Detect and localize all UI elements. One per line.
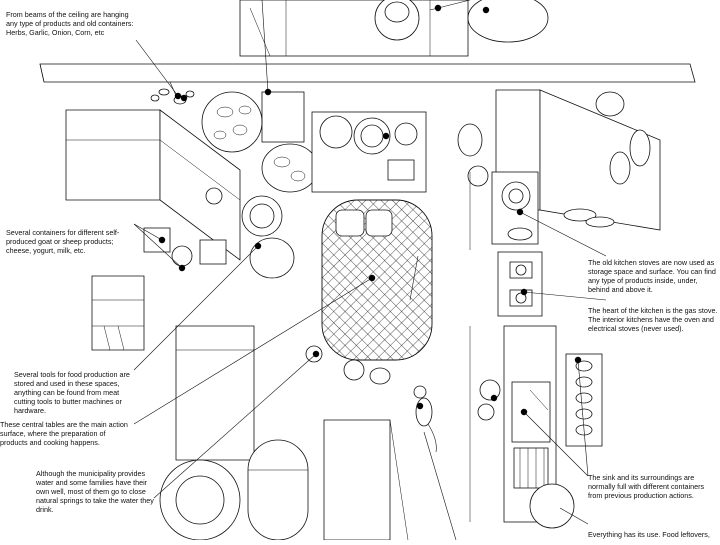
long-table xyxy=(323,419,409,541)
leader-lines xyxy=(133,0,607,541)
right-shelving xyxy=(457,89,661,231)
annotation-dots xyxy=(158,4,582,416)
note-gas-stove: The heart of the kitchen is the gas stov… xyxy=(588,306,718,333)
note-old-stoves: The old kitchen stoves are now used as s… xyxy=(588,258,716,294)
cheese-containers xyxy=(143,187,295,279)
note-containers: Several containers for different self-pr… xyxy=(6,228,120,255)
gas-stove xyxy=(497,251,543,317)
central-table xyxy=(305,199,433,385)
note-ceiling-beams: From beams of the ceiling are hanging an… xyxy=(6,10,134,37)
tool-stand xyxy=(91,275,145,351)
produce-pile xyxy=(201,91,319,193)
left-cabinet xyxy=(65,109,241,261)
water-drums xyxy=(159,439,309,541)
hanging-herbs xyxy=(150,81,195,105)
ceiling-beam xyxy=(39,63,696,83)
note-sink: The sink and its surroundings are normal… xyxy=(588,473,705,500)
top-cabinet xyxy=(239,0,549,57)
old-stove xyxy=(469,171,539,250)
pot-shelf xyxy=(311,111,427,193)
cat xyxy=(413,385,437,453)
sink-counter xyxy=(469,325,575,529)
lower-cabinet xyxy=(175,325,255,461)
bottle-rack xyxy=(565,353,603,447)
note-leftovers: Everything has its use. Food leftovers, xyxy=(588,530,710,539)
note-water: Although the municipality provides water… xyxy=(36,469,154,514)
note-tools: Several tools for food production are st… xyxy=(14,370,130,415)
note-central-tables: These central tables are the main action… xyxy=(0,420,128,447)
